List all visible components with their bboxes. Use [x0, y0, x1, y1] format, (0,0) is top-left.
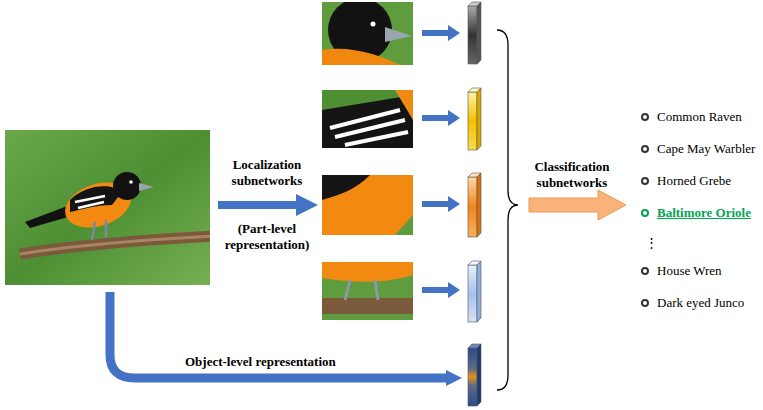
branch-label: Object-level representation — [185, 354, 336, 370]
feature-bars — [468, 2, 481, 406]
predicted-class: Baltimore Oriole — [657, 205, 751, 221]
module-label: Localization subnetworks — [220, 157, 314, 189]
curly-brace — [497, 30, 518, 390]
head-crop — [322, 2, 413, 65]
feature-arrows — [422, 25, 460, 298]
wing-crop — [322, 90, 413, 148]
object-level-arrow — [110, 292, 448, 378]
body-crop — [322, 175, 413, 235]
class-name: House Wren — [657, 263, 722, 279]
object-level-arrowhead — [446, 370, 462, 386]
ellipsis-mark: ⋮ — [645, 235, 658, 251]
classification-arrow — [529, 190, 626, 220]
list-bullets — [642, 114, 648, 306]
localization-arrow — [218, 194, 318, 216]
feet-crop — [322, 262, 413, 320]
class-name: Common Raven — [657, 109, 742, 125]
class-name: Cape May Warbler — [657, 141, 755, 157]
class-name: Dark eyed Junco — [657, 295, 744, 311]
bird-photo — [5, 130, 210, 285]
class-name: Horned Grebe — [657, 173, 731, 189]
module-label: Classification subnetworks — [522, 159, 622, 191]
module-label: (Part-level representation) — [213, 221, 321, 253]
